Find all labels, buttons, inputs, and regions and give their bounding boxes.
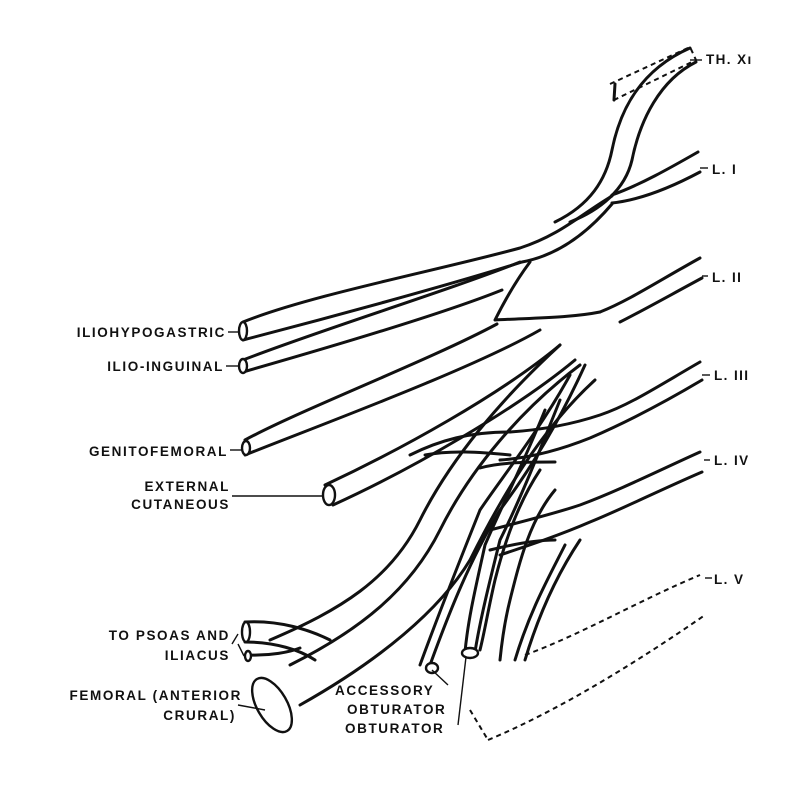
l5-branch-a — [523, 538, 582, 662]
ilioinguinal-cut-end — [237, 357, 249, 375]
label-psoas-iliacus-2: ILIACUS — [165, 648, 230, 663]
nerve-trunks — [241, 45, 706, 741]
psoas-branch-b — [243, 640, 317, 662]
label-l4: L. IV — [714, 453, 750, 468]
label-obturator: OBTURATOR — [345, 721, 444, 736]
iliohypogastric-cut-end — [237, 320, 249, 342]
label-accessory-obturator-2: OBTURATOR — [347, 702, 446, 717]
label-external-cutaneous-2: CUTANEOUS — [131, 497, 230, 512]
label-accessory-obturator-1: ACCESSORY — [335, 683, 434, 698]
ilioinguinal-a — [241, 260, 522, 362]
cross-link-4 — [488, 538, 557, 552]
th12-root — [612, 82, 617, 102]
obturator-b — [463, 408, 547, 654]
obturator-leader — [457, 656, 467, 726]
l1-root-upper — [610, 150, 700, 197]
l5-dashed-cap — [469, 709, 489, 741]
femoral-trunk-lower — [298, 378, 597, 707]
cross-link-3 — [478, 460, 557, 470]
label-femoral-1: FEMORAL (ANTERIOR — [70, 688, 242, 703]
l5-dashed-trunk-lower — [487, 614, 706, 741]
psoas-iliacus-leader — [231, 633, 245, 657]
ilioinguinal-b — [241, 288, 504, 374]
cross-link-1 — [408, 430, 512, 457]
femoral-trunk-upper — [288, 363, 582, 667]
label-l5: L. V — [714, 572, 744, 587]
branch-labels: ILIOHYPOGASTRIC ILIO-INGUINAL GENITOFEMO… — [70, 325, 446, 736]
label-l1: L. I — [712, 162, 737, 177]
label-genitofemoral: GENITOFEMORAL — [89, 444, 228, 459]
genitofemoral-a — [243, 322, 499, 442]
femoral-cut-end — [250, 676, 294, 734]
external-cutaneous-a — [323, 343, 562, 487]
genitofemoral-b — [243, 328, 542, 457]
genitofemoral-cut-end — [240, 439, 252, 457]
l4-root-lower — [498, 470, 704, 557]
femoral-trunk-top — [268, 343, 562, 642]
label-l3: L. III — [714, 368, 749, 383]
l1-l2-connector — [493, 260, 602, 322]
l5-branch-b — [513, 543, 567, 662]
label-l2: L. II — [712, 270, 742, 285]
cross-link-2 — [423, 450, 512, 457]
accessory-obturator-cut-end — [424, 661, 440, 675]
label-psoas-iliacus-1: TO PSOAS AND — [109, 628, 230, 643]
label-ilioinguinal: ILIO-INGUINAL — [107, 359, 224, 374]
l4-root-upper — [488, 450, 702, 532]
obturator-a — [473, 398, 562, 654]
l1-root-lower — [610, 170, 702, 205]
descender-c — [478, 468, 542, 652]
label-iliohypogastric: ILIOHYPOGASTRIC — [77, 325, 226, 340]
label-external-cutaneous-1: EXTERNAL — [144, 479, 230, 494]
iliacus-branch — [246, 646, 302, 657]
th12-trunk-lower — [553, 46, 692, 224]
cut-ends — [237, 320, 480, 734]
descender-d — [498, 488, 557, 662]
upper-trunk-a — [241, 194, 614, 324]
accessory-obturator-leader — [431, 669, 449, 686]
root-labels: TH. Xı L. I L. II L. III L. IV L. V — [706, 52, 753, 587]
l2-root-upper — [598, 256, 702, 314]
th12-trunk — [568, 60, 698, 224]
th12-dashed-stump — [609, 45, 698, 101]
femoral-leader — [237, 704, 266, 711]
label-femoral-2: CRURAL) — [163, 708, 236, 723]
leader-lines — [226, 59, 712, 726]
l5-dashed-trunk-upper — [524, 574, 701, 656]
iliacus-cut-end — [243, 649, 253, 663]
label-th12: TH. Xı — [706, 52, 753, 67]
external-cutaneous-cut-end — [321, 483, 337, 507]
obturator-cut-end — [460, 646, 480, 660]
l2-root-lower — [618, 276, 704, 324]
psoas-branch-a — [243, 620, 332, 642]
psoas-cut-end — [240, 620, 252, 644]
